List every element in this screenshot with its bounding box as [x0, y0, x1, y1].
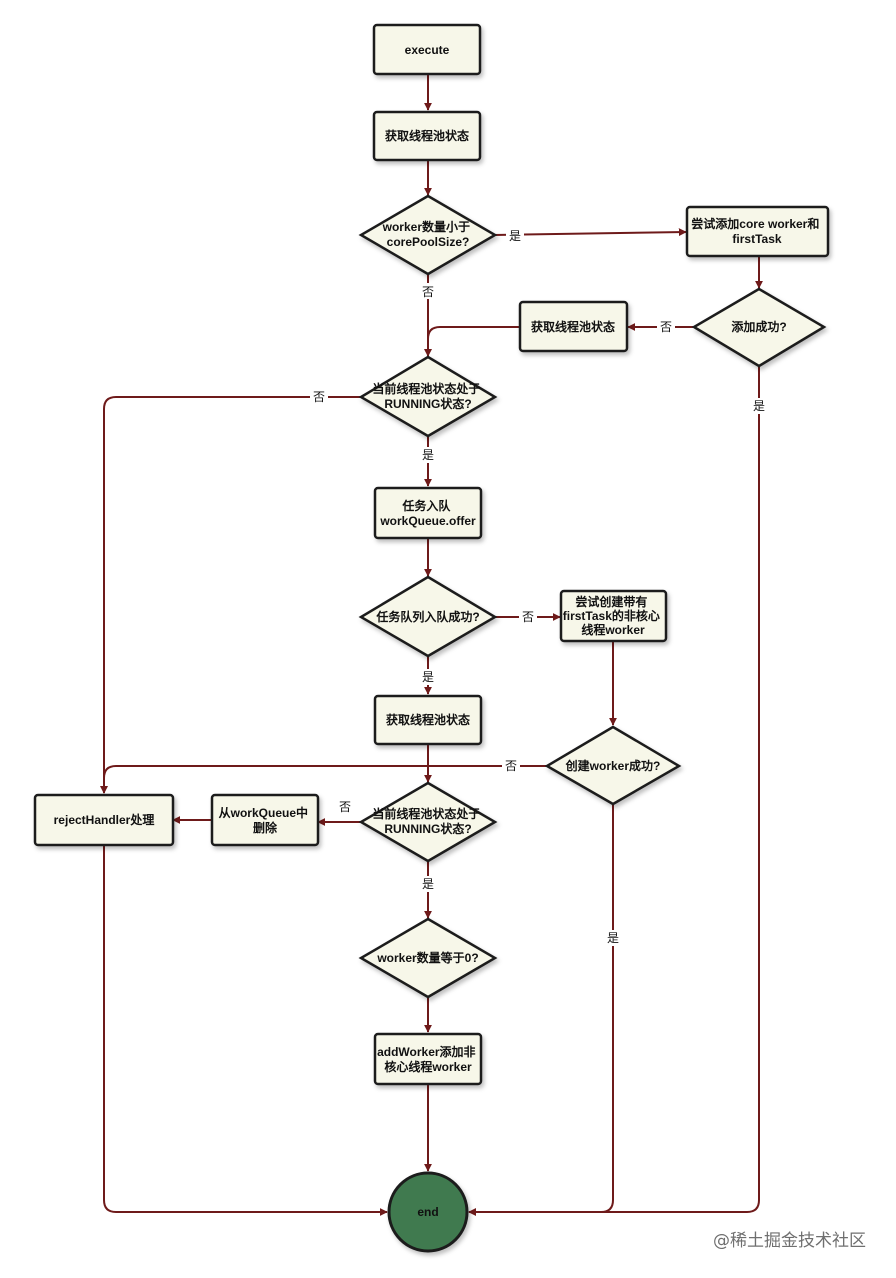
watermark-text: @稀土掘金技术社区: [713, 1231, 866, 1251]
label-execute: execute: [405, 43, 450, 57]
node-worker-lt-core: [358, 194, 498, 276]
label-add-worker-non-core-line-2: 核心线程worker: [384, 1059, 472, 1074]
edge-worker-lt-core-yes: [494, 228, 687, 237]
edge-label-no-is-running-2: 否: [339, 800, 351, 814]
label-get-state-2: 获取线程池状态: [530, 319, 615, 334]
label-try-create-non-core-line-2: firstTask的非核心: [563, 608, 660, 623]
edge-label-no-create-success: 否: [505, 759, 517, 773]
edge-add-success-yes: [468, 367, 760, 1216]
edge-get-state-2-to-is-running-1: [424, 326, 520, 357]
label-enqueue-line-2: workQueue.offer: [379, 514, 476, 528]
label-worker-lt-core-line-2: corePoolSize?: [387, 235, 470, 249]
node-reject-handler: [33, 793, 175, 847]
label-enqueue-line-1: 任务入队: [401, 498, 451, 513]
label-worker-lt-core-line-1: worker数量小于: [382, 219, 470, 234]
label-get-state-1: 获取线程池状态: [384, 128, 469, 143]
edge-label-yes-is-running-2: 是: [422, 877, 434, 891]
node-execute: [372, 23, 482, 76]
label-is-running-1-line-1: 当前线程池状态处于: [372, 381, 480, 396]
edge-label-yes-is-running-1: 是: [422, 448, 434, 462]
edges: [100, 74, 763, 1216]
label-is-running-1-line-2: RUNNING状态?: [384, 396, 471, 411]
edge-label-no-add-success: 否: [660, 320, 672, 334]
node-is-running-1: [358, 355, 498, 438]
label-try-add-core-line-2: firstTask: [732, 232, 781, 246]
node-add-success: [691, 287, 827, 368]
label-add-worker-non-core-line-1: addWorker添加非: [377, 1044, 475, 1059]
node-enqueue-success: [358, 575, 498, 658]
node-get-state-2: [518, 300, 629, 353]
node-get-state-3: [373, 694, 483, 746]
node-end: [387, 1171, 469, 1253]
label-worker-lt-core: worker数量小于 corePoolSize?: [382, 219, 474, 249]
edge-label-yes-worker-lt-core: 是: [509, 229, 521, 243]
node-create-worker-success: [544, 725, 682, 806]
edge-label-yes-enqueue-success: 是: [422, 670, 434, 684]
label-is-running-2-line-1: 当前线程池状态处于: [372, 806, 480, 821]
nodes: [33, 23, 830, 1086]
edge-reject-to-end: [103, 845, 388, 1216]
edge-is-running-1-no: [100, 396, 362, 794]
label-is-running-2-line-2: RUNNING状态?: [384, 821, 471, 836]
edge-label-no-is-running-1: 否: [313, 390, 325, 404]
edge-labels: 是 否 否 是 否 是 否 是 否 是 否 是: [310, 228, 768, 946]
label-remove-from-queue-line-1: 从workQueue中: [219, 805, 308, 820]
label-try-create-non-core-line-1: 尝试创建带有: [575, 594, 647, 609]
label-remove-from-queue: 从workQueue中 删除: [219, 805, 312, 835]
edge-label-yes-add-success: 是: [753, 399, 765, 413]
edge-label-yes-create-success: 是: [607, 931, 619, 945]
label-reject-handler: rejectHandler处理: [54, 812, 155, 827]
node-try-add-core: [685, 205, 830, 258]
node-worker-eq-zero: [358, 917, 498, 999]
label-try-create-non-core: 尝试创建带有 firstTask的非核心 线程worker: [563, 594, 663, 637]
edge-create-success-no: [100, 765, 548, 794]
edge-label-no-enqueue-success: 否: [522, 610, 534, 624]
edge-create-success-yes: [468, 805, 614, 1216]
label-add-worker-non-core: addWorker添加非 核心线程worker: [377, 1044, 479, 1074]
label-add-success: 添加成功?: [731, 319, 786, 334]
node-remove-from-queue: [210, 793, 320, 847]
label-worker-eq-zero: worker数量等于0?: [376, 950, 478, 965]
node-add-worker-non-core: [373, 1032, 483, 1086]
label-get-state-3: 获取线程池状态: [385, 712, 470, 727]
label-is-running-2: 当前线程池状态处于 RUNNING状态?: [372, 806, 483, 836]
label-try-add-core: 尝试添加core worker和 firstTask: [691, 216, 822, 246]
node-get-state-1: [372, 110, 482, 162]
node-try-create-non-core: [559, 589, 668, 643]
label-end: end: [417, 1205, 438, 1219]
label-is-running-1: 当前线程池状态处于 RUNNING状态?: [372, 381, 483, 411]
node-labels: execute 获取线程池状态 worker数量小于 corePoolSize?…: [54, 43, 822, 1219]
node-is-running-2: [358, 781, 498, 863]
label-create-worker-success: 创建worker成功?: [565, 758, 661, 773]
label-enqueue-success: 任务队列入队成功?: [375, 609, 479, 624]
label-remove-from-queue-line-2: 删除: [253, 820, 278, 835]
edge-label-no-worker-lt-core: 否: [422, 285, 434, 299]
label-enqueue: 任务入队 workQueue.offer: [379, 498, 476, 528]
label-try-add-core-line-1: 尝试添加core worker和: [691, 216, 819, 231]
node-enqueue: [373, 486, 483, 540]
label-try-create-non-core-line-3: 线程worker: [581, 622, 645, 637]
